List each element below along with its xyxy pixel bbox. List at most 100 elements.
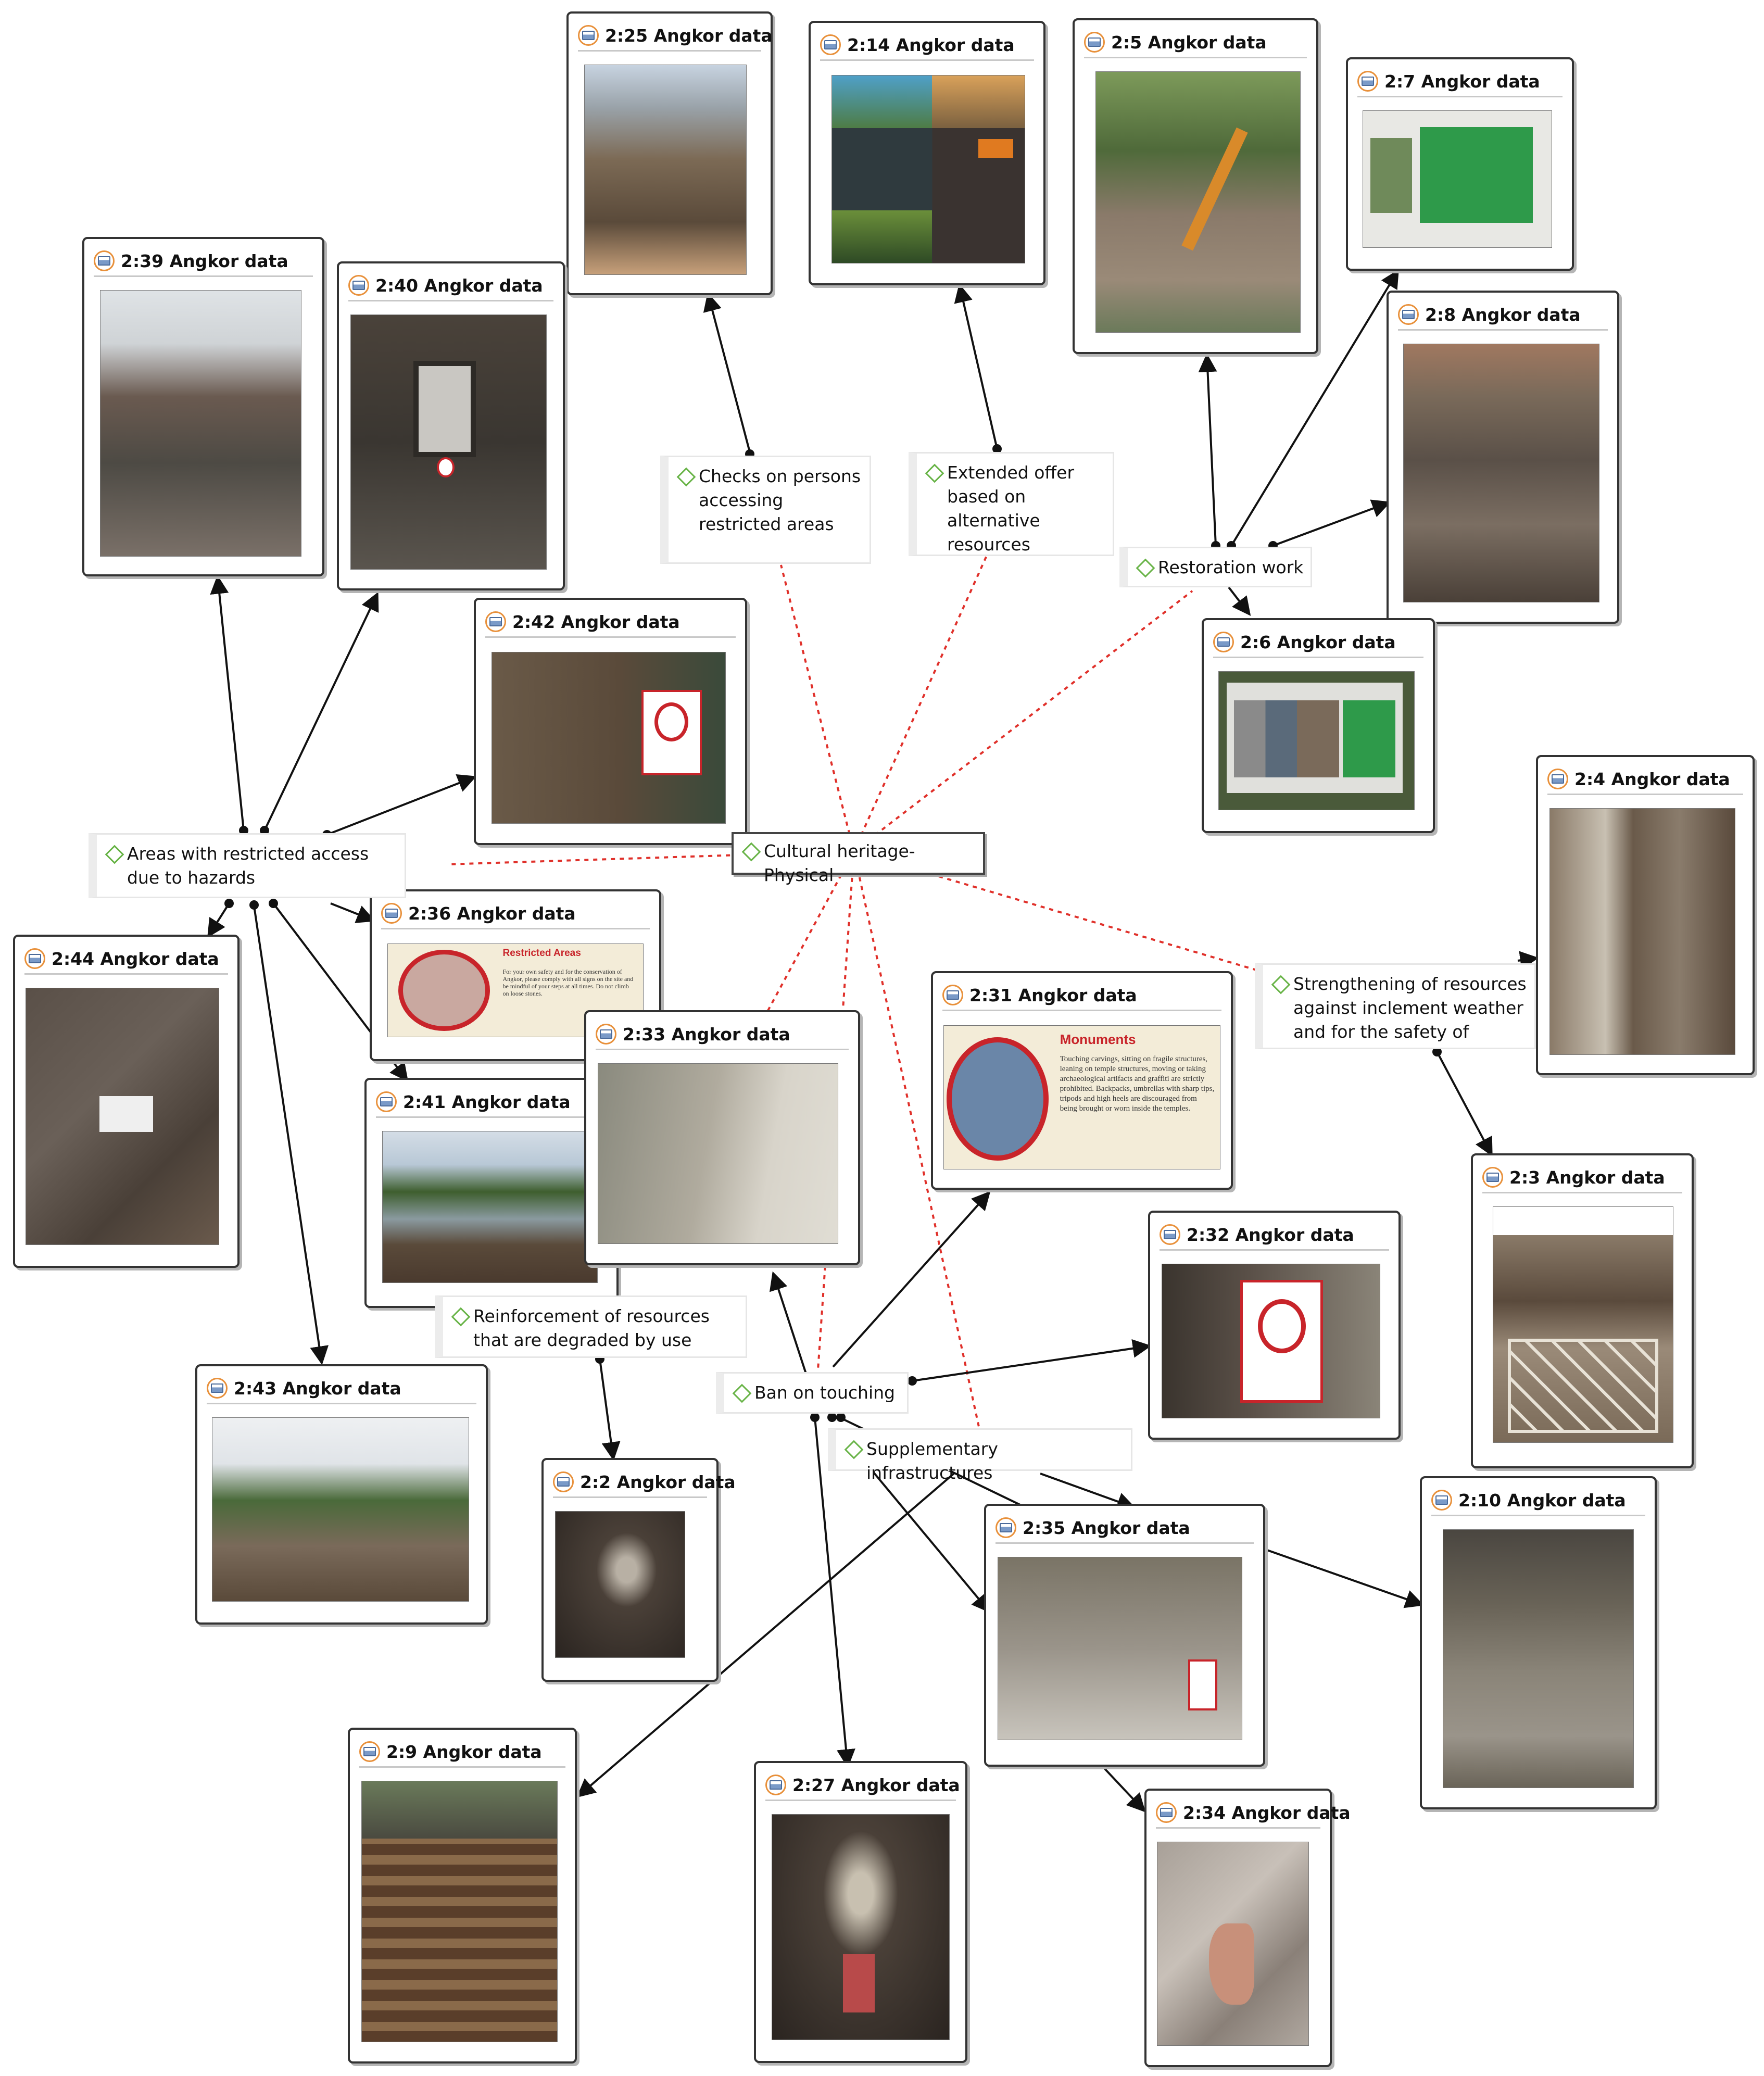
temple-doorway-photo: [350, 314, 547, 570]
code-label: Cultural heritage-Physical: [764, 841, 915, 885]
code-supplementary[interactable]: Supplementary infrastructures: [828, 1428, 1132, 1483]
restoration-site-photo: [1095, 71, 1301, 333]
doc-card-2-31[interactable]: 2:31 Angkor data Monuments Touching carv…: [931, 971, 1233, 1190]
document-icon: [578, 25, 599, 46]
restricted-areas-heading: Restricted Areas: [502, 948, 581, 959]
stone-pavement-photo: [26, 988, 219, 1245]
link-restricted-to-2-42: [326, 774, 477, 836]
doc-title: 2:34 Angkor data: [1183, 1802, 1351, 1823]
wooden-stairs-photo: [361, 1781, 558, 2042]
doc-title: 2:42 Angkor data: [512, 611, 680, 632]
doc-card-2-33[interactable]: 2:33 Angkor data: [584, 1010, 860, 1265]
info-board-photo: [1363, 110, 1552, 248]
doc-card-2-6[interactable]: 2:6 Angkor data: [1202, 618, 1435, 833]
doc-card-2-43[interactable]: 2:43 Angkor data: [195, 1364, 488, 1625]
doc-card-2-3[interactable]: 2:3 Angkor data: [1471, 1153, 1694, 1468]
doc-title: 2:41 Angkor data: [403, 1091, 571, 1112]
code-label: Restoration work: [1158, 557, 1304, 577]
doc-card-2-44[interactable]: 2:44 Angkor data: [13, 935, 240, 1268]
doc-title: 2:39 Angkor data: [121, 250, 288, 271]
temple-stairway-photo: [1443, 1529, 1634, 1788]
document-icon: [1213, 632, 1234, 652]
code-label: Checks on persons accessing restricted a…: [699, 466, 861, 534]
doc-card-2-14[interactable]: 2:14 Angkor data: [809, 21, 1045, 285]
doc-card-2-32[interactable]: 2:32 Angkor data: [1148, 1211, 1401, 1440]
code-extended-offer[interactable]: Extended offer based on alternative reso…: [909, 452, 1114, 556]
code-diamond-icon: [1136, 559, 1152, 574]
link-offer-to-2-14: [954, 283, 998, 449]
doc-card-2-4[interactable]: 2:4 Angkor data: [1536, 755, 1755, 1075]
code-diamond-icon: [925, 464, 941, 480]
doc-title: 2:8 Angkor data: [1425, 304, 1581, 325]
document-icon: [1084, 32, 1105, 53]
code-central-cultural-heritage[interactable]: Cultural heritage-Physical: [732, 832, 985, 885]
doc-card-2-35[interactable]: 2:35 Angkor data: [984, 1504, 1265, 1767]
causeway-statues-photo: [212, 1417, 469, 1602]
dotted-link-extended-offer: [853, 544, 993, 852]
doc-card-2-9[interactable]: 2:9 Angkor data: [348, 1728, 577, 2064]
link-supplementary-to-2-10: [1264, 1548, 1425, 1608]
code-reinforcement[interactable]: Reinforcement of resources that are degr…: [435, 1295, 747, 1358]
code-strengthening[interactable]: Strengthening of resources against incle…: [1255, 963, 1536, 1049]
doc-title: 2:27 Angkor data: [792, 1775, 960, 1795]
code-ban-touching[interactable]: Ban on touching: [716, 1372, 909, 1414]
code-diamond-icon: [451, 1307, 467, 1323]
doc-title: 2:14 Angkor data: [847, 34, 1015, 55]
doc-card-2-8[interactable]: 2:8 Angkor data: [1387, 291, 1619, 624]
document-icon: [24, 948, 45, 969]
code-label: Strengthening of resources against incle…: [1293, 974, 1527, 1048]
document-icon: [942, 985, 963, 1005]
document-icon: [1547, 769, 1568, 789]
code-checks[interactable]: Checks on persons accessing restricted a…: [660, 456, 871, 564]
code-label: Areas with restricted access due to haza…: [127, 844, 369, 888]
doc-card-2-5[interactable]: 2:5 Angkor data: [1073, 18, 1318, 354]
link-reinforcement-to-2-2: [599, 1358, 621, 1461]
link-ban-to-2-33: [769, 1271, 807, 1374]
code-label: Extended offer based on alternative reso…: [947, 462, 1075, 555]
doc-card-2-40[interactable]: 2:40 Angkor data: [337, 261, 565, 590]
link-restoration-to-2-6: [1228, 586, 1251, 616]
monuments-sign-photo: Monuments Touching carvings, sitting on …: [943, 1025, 1220, 1169]
doc-card-2-25[interactable]: 2:25 Angkor data: [566, 11, 773, 295]
document-icon: [1398, 304, 1419, 325]
doc-card-2-2[interactable]: 2:2 Angkor data: [541, 1458, 736, 1682]
document-icon: [1357, 71, 1378, 92]
code-diamond-icon: [733, 1384, 748, 1400]
link-restricted-to-2-39: [210, 575, 245, 831]
doc-card-2-39[interactable]: 2:39 Angkor data: [82, 237, 324, 576]
document-icon: [485, 611, 506, 632]
doc-title: 2:43 Angkor data: [234, 1378, 401, 1399]
doc-title: 2:31 Angkor data: [969, 985, 1137, 1005]
relief-wall-sign-photo: [998, 1557, 1242, 1740]
document-icon: [1482, 1167, 1503, 1188]
link-strengthening-to-2-3: [1436, 1051, 1493, 1157]
doc-card-2-42[interactable]: 2:42 Angkor data: [474, 598, 747, 845]
link-supplementary-to-2-35b: [873, 1471, 991, 1613]
doc-card-2-41[interactable]: 2:41 Angkor data: [364, 1078, 619, 1308]
document-icon: [376, 1091, 397, 1112]
link-checks-to-2-25: [703, 292, 751, 452]
code-restoration[interactable]: Restoration work: [1119, 547, 1312, 587]
document-icon: [94, 250, 115, 271]
link-restricted-to-2-43: [253, 905, 329, 1365]
doc-title: 2:9 Angkor data: [386, 1741, 542, 1762]
code-diamond-icon: [845, 1440, 860, 1456]
doc-card-2-10[interactable]: 2:10 Angkor data: [1420, 1476, 1657, 1809]
document-icon: [596, 1024, 616, 1045]
document-icon: [1160, 1224, 1180, 1245]
doc-title: 2:4 Angkor data: [1574, 769, 1730, 789]
link-restricted-to-2-44: [207, 902, 230, 938]
doc-title: 2:25 Angkor data: [605, 25, 773, 46]
carving-closeup-photo: [1157, 1842, 1309, 2046]
doc-title: 2:36 Angkor data: [408, 903, 576, 924]
code-restricted-areas[interactable]: Areas with restricted access due to haza…: [89, 833, 406, 898]
doc-title: 2:40 Angkor data: [375, 275, 543, 296]
doc-card-2-7[interactable]: 2:7 Angkor data: [1346, 57, 1574, 271]
code-diamond-icon: [677, 468, 692, 483]
wooden-scaffold-photo: [1493, 1206, 1673, 1443]
doc-title: 2:7 Angkor data: [1384, 71, 1540, 92]
doc-card-2-34[interactable]: 2:34 Angkor data: [1144, 1789, 1351, 2067]
link-strengthening-to-2-4: [1517, 951, 1539, 970]
restricted-areas-text: For your own safety and for the conserva…: [502, 968, 634, 998]
doc-card-2-27[interactable]: 2:27 Angkor data: [754, 1761, 967, 2063]
